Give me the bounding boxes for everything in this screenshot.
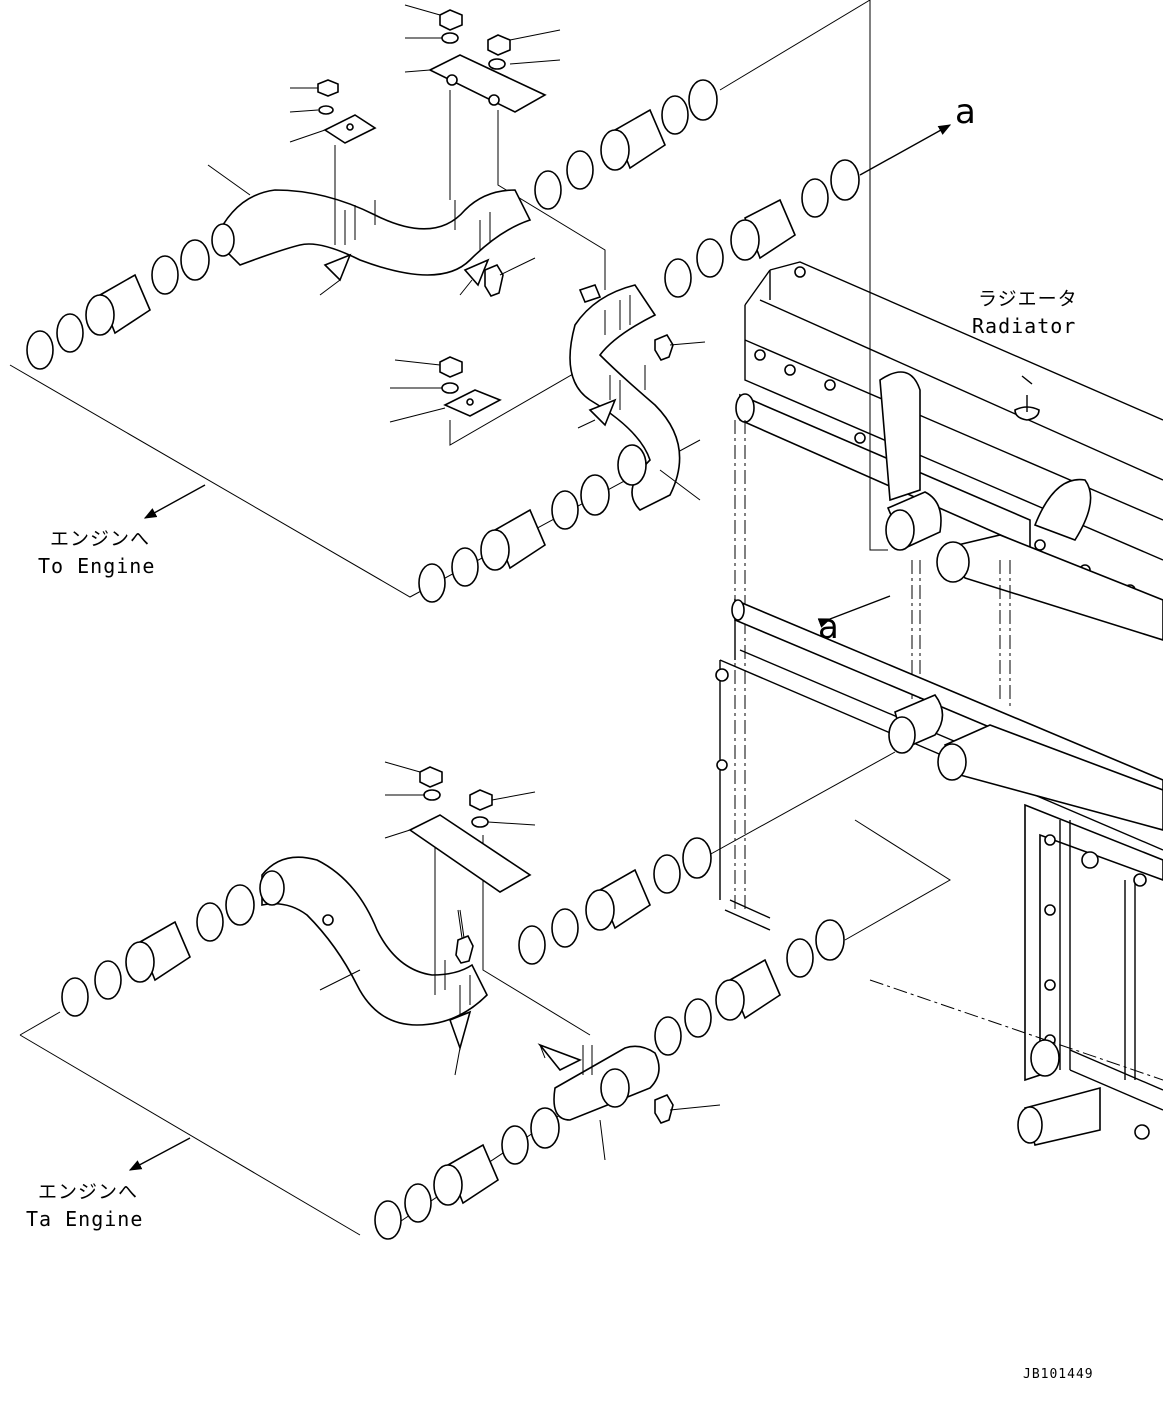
- radiator-label-ja: ラジエータ: [978, 288, 1078, 310]
- upper-right-hose: [534, 79, 718, 210]
- radiator-assembly: [715, 261, 1163, 1146]
- lower-left-hose: [61, 884, 255, 1017]
- engine-top-label-en: To Engine: [38, 554, 156, 578]
- upper-left-hose: [26, 239, 210, 370]
- upper-lower-hose: [418, 474, 610, 603]
- engine-top-label-ja: エンジンへ: [50, 528, 151, 550]
- upper-pipe-assembly: [9, 0, 952, 628]
- radiator-label-en: Radiator: [972, 314, 1077, 338]
- engine-bottom-label-en: Ta Engine: [26, 1207, 144, 1231]
- view-mark-a-top: a: [955, 92, 976, 132]
- upper-right-hose-2: [664, 159, 860, 298]
- lower-right-hose-2: [654, 919, 845, 1056]
- engine-bottom-label-ja: エンジンへ: [38, 1181, 139, 1203]
- lower-pipe-assembly: [19, 751, 951, 1240]
- view-mark-a-mid: a: [818, 607, 839, 647]
- lower-engine-hose: [374, 1107, 560, 1240]
- drawing-code: JB101449: [1023, 1367, 1094, 1382]
- lower-right-hose: [518, 837, 712, 965]
